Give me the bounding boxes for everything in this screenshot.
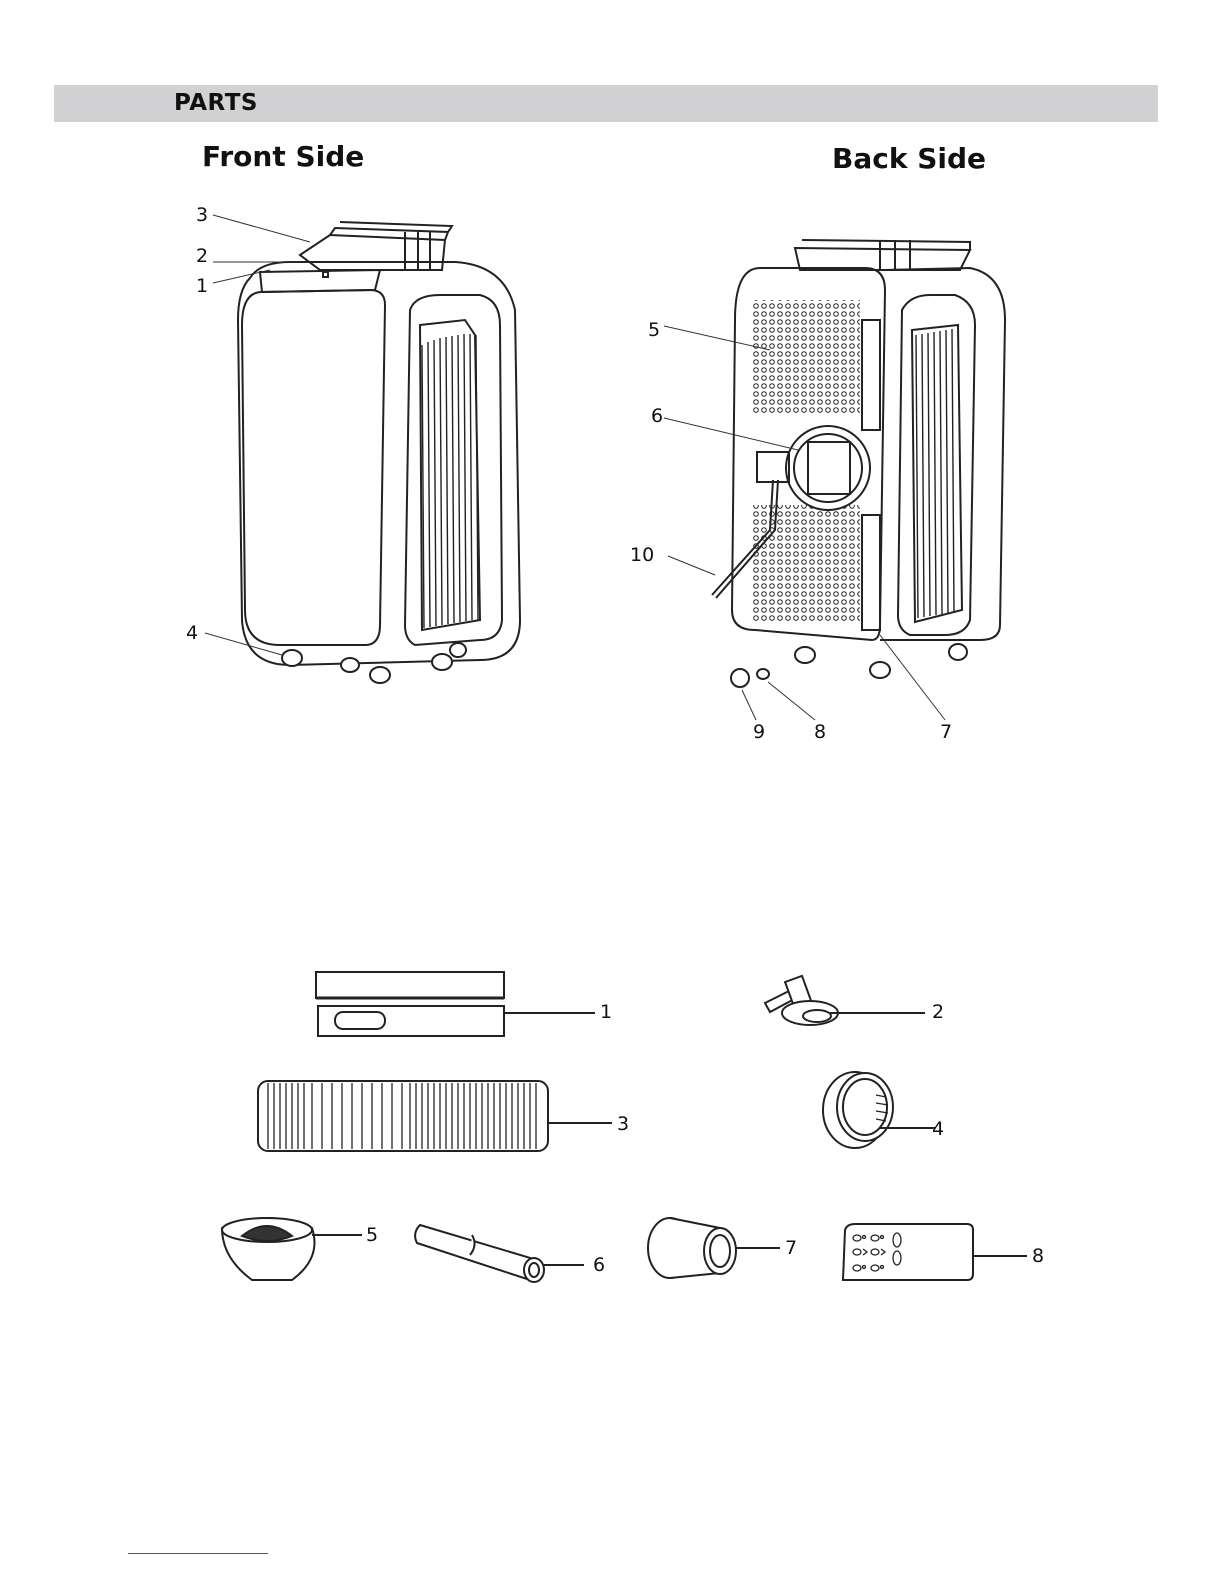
accessory-callout-8: 8 [1032,1246,1044,1266]
accessory-window-adapter [212,1208,382,1288]
accessory-window-panel [310,268,620,343]
accessory-exhaust-hose [250,1075,620,1155]
front-callout-2: 2 [196,246,208,266]
front-side-heading: Front Side [202,140,364,173]
front-callout-4: 4 [186,623,198,643]
footer-link-underline [128,1553,268,1554]
accessory-window-panel-illustration [310,968,610,1043]
back-callout-9: 9 [753,722,765,742]
back-callout-10: 10 [630,545,654,565]
back-callout-8: 8 [814,722,826,742]
back-unit-illustration [640,230,1030,700]
back-callout-7: 7 [940,722,952,742]
accessory-callout-5: 5 [366,1225,378,1245]
front-callout-3: 3 [196,205,208,225]
accessory-callout-2: 2 [932,1002,944,1022]
accessory-callout-1: 1 [600,1002,612,1022]
accessory-remote-control [835,1218,1035,1288]
accessory-drain-hose [412,1205,592,1295]
accessory-exhaust-nozzle [640,1208,800,1288]
accessory-callout-7: 7 [785,1238,797,1258]
accessory-drain-adapter [755,968,935,1038]
back-callout-5: 5 [648,320,660,340]
accessory-callout-3: 3 [617,1114,629,1134]
front-callout-1: 1 [196,276,208,296]
accessory-callout-6: 6 [593,1255,605,1275]
section-title: PARTS [174,90,258,116]
accessory-hose-adapter [810,1065,940,1155]
accessory-callout-4: 4 [932,1119,944,1139]
back-callout-6: 6 [651,406,663,426]
back-side-heading: Back Side [832,142,986,175]
section-header-bar: PARTS [54,85,1158,122]
